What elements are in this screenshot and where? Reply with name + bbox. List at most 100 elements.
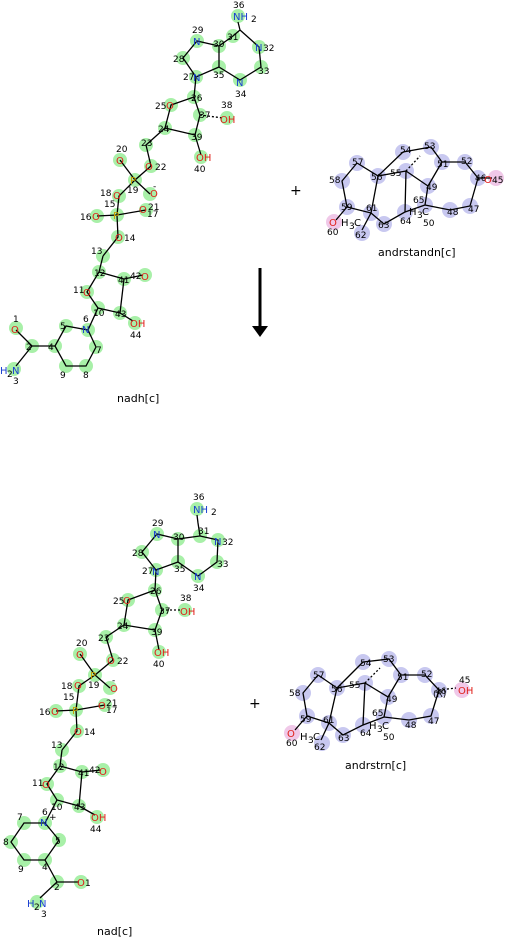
svg-text:31: 31 xyxy=(227,33,238,43)
svg-text:39: 39 xyxy=(191,133,203,143)
svg-text:46: 46 xyxy=(435,687,447,697)
svg-text:43: 43 xyxy=(74,803,85,813)
svg-text:11: 11 xyxy=(32,779,43,789)
svg-text:20: 20 xyxy=(116,145,128,155)
svg-text:O: O xyxy=(139,205,147,216)
svg-text:36: 36 xyxy=(233,1,245,11)
svg-text:26: 26 xyxy=(150,587,162,597)
svg-text:25: 25 xyxy=(155,102,166,112)
svg-text:N: N xyxy=(152,567,159,578)
svg-text:11: 11 xyxy=(73,286,84,296)
svg-text:2: 2 xyxy=(54,883,60,893)
svg-text:51: 51 xyxy=(437,160,448,170)
svg-text:O: O xyxy=(145,162,153,173)
svg-text:O: O xyxy=(150,189,158,200)
nad-bonds xyxy=(10,514,219,899)
svg-text:(R): (R) xyxy=(433,690,446,700)
svg-text:30: 30 xyxy=(173,533,185,543)
svg-text:17: 17 xyxy=(106,706,117,716)
svg-text:3: 3 xyxy=(308,736,314,746)
substrate-name-nadh: nadh[c] xyxy=(117,392,160,405)
svg-text:65: 65 xyxy=(372,709,383,719)
svg-text:33: 33 xyxy=(217,560,228,570)
svg-text:64: 64 xyxy=(400,217,412,227)
svg-text:O: O xyxy=(92,212,100,223)
svg-text:4: 4 xyxy=(48,343,54,353)
svg-text:59: 59 xyxy=(341,203,353,213)
svg-text:38: 38 xyxy=(180,594,192,604)
svg-text:N: N xyxy=(40,818,47,829)
svg-text:O: O xyxy=(98,701,106,712)
svg-text:40: 40 xyxy=(194,165,206,175)
svg-text:24: 24 xyxy=(158,125,170,135)
svg-text:51: 51 xyxy=(397,673,408,683)
svg-text:-: - xyxy=(153,182,156,192)
svg-text:48: 48 xyxy=(447,208,459,218)
svg-text:19: 19 xyxy=(127,186,139,196)
svg-text:58: 58 xyxy=(289,689,301,699)
svg-text:H: H xyxy=(341,218,349,229)
svg-text:N: N xyxy=(194,572,201,583)
svg-text:H: H xyxy=(0,366,8,377)
svg-text:H: H xyxy=(27,899,35,910)
svg-text:3: 3 xyxy=(417,211,423,221)
svg-text:46: 46 xyxy=(475,174,487,184)
svg-text:16: 16 xyxy=(39,708,51,718)
svg-text:OH: OH xyxy=(130,319,145,330)
svg-text:NH: NH xyxy=(193,505,208,516)
svg-text:35: 35 xyxy=(213,71,224,81)
svg-text:58: 58 xyxy=(329,176,341,186)
svg-text:12: 12 xyxy=(53,763,64,773)
svg-text:N: N xyxy=(193,73,200,84)
svg-text:57: 57 xyxy=(313,671,324,681)
svg-text:O: O xyxy=(83,288,91,299)
svg-text:63: 63 xyxy=(378,221,389,231)
svg-text:O: O xyxy=(287,729,295,740)
svg-text:2: 2 xyxy=(211,508,217,518)
svg-text:C: C xyxy=(354,218,361,229)
svg-text:13: 13 xyxy=(51,741,62,751)
svg-text:17: 17 xyxy=(147,210,158,220)
svg-text:37: 37 xyxy=(159,607,170,617)
svg-text:21: 21 xyxy=(106,699,117,709)
svg-text:42: 42 xyxy=(89,766,100,776)
svg-text:19: 19 xyxy=(88,681,100,691)
svg-text:22: 22 xyxy=(117,657,128,667)
product-name-nad: nad[c] xyxy=(97,925,133,938)
svg-text:O: O xyxy=(107,656,115,667)
svg-text:O: O xyxy=(76,650,84,661)
svg-text:41: 41 xyxy=(118,276,129,286)
reaction-arrow xyxy=(252,268,268,337)
svg-text:35: 35 xyxy=(174,565,185,575)
svg-text:62: 62 xyxy=(314,743,325,753)
svg-text:22: 22 xyxy=(155,163,166,173)
svg-text:42: 42 xyxy=(130,272,141,282)
svg-text:P: P xyxy=(90,671,96,682)
svg-text:C: C xyxy=(313,732,320,743)
svg-text:59: 59 xyxy=(300,715,312,725)
svg-text:12: 12 xyxy=(94,269,105,279)
svg-text:O: O xyxy=(99,767,107,778)
svg-text:14: 14 xyxy=(124,234,136,244)
svg-text:O: O xyxy=(42,780,50,791)
nadh-bonds xyxy=(15,21,262,367)
svg-text:27: 27 xyxy=(183,73,194,83)
svg-text:5: 5 xyxy=(60,322,66,332)
svg-text:N: N xyxy=(153,530,160,541)
svg-text:47: 47 xyxy=(428,717,439,727)
svg-text:53: 53 xyxy=(383,655,394,665)
svg-text:20: 20 xyxy=(76,639,88,649)
svg-text:32: 32 xyxy=(222,538,233,548)
svg-text:OH: OH xyxy=(91,813,106,824)
svg-text:52: 52 xyxy=(461,157,472,167)
svg-text:8: 8 xyxy=(83,371,89,381)
svg-text:21: 21 xyxy=(148,203,159,213)
product-name-andrstrn: andrstrn[c] xyxy=(345,759,407,772)
svg-text:18: 18 xyxy=(61,682,73,692)
